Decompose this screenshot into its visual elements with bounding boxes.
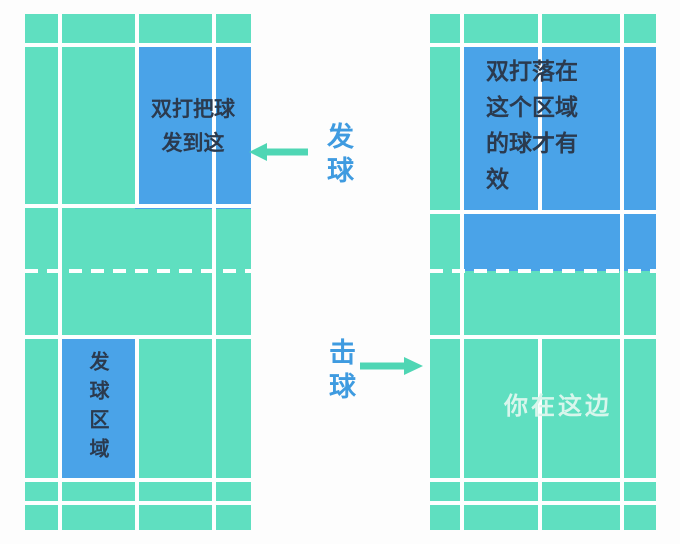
center-line-top: [135, 14, 139, 204]
serve-label: 发球: [322, 122, 353, 190]
serve-target-label-line1: 双打把球: [151, 97, 235, 121]
arrow-right-icon: [354, 354, 424, 378]
valid-landing-label-line4: 效: [486, 167, 509, 193]
center-line-top: [538, 14, 542, 210]
valid-landing-label: 双打落在 这个区域 的球才有 效: [486, 54, 636, 198]
hit-label: 击球: [324, 338, 355, 406]
short-service-line-bottom: [430, 335, 656, 339]
singles-sideline-right: [620, 14, 624, 530]
singles-sideline-right: [212, 14, 216, 530]
long-service-line-top: [430, 43, 656, 47]
valid-landing-label-line3: 的球才有: [486, 131, 578, 157]
singles-sideline-left: [58, 14, 62, 530]
back-boundary-line-bottom: [430, 501, 656, 505]
left-court: 双打把球 发到这 发球区域: [25, 14, 251, 530]
long-service-line-bottom: [430, 478, 656, 482]
your-side-label: 你在这边: [504, 392, 612, 420]
short-service-line-top: [430, 210, 656, 214]
arrow-left-icon: [248, 140, 312, 164]
singles-sideline-left: [460, 14, 464, 530]
center-line-bottom: [135, 335, 139, 530]
serve-target-label: 双打把球 发到这: [135, 92, 251, 160]
center-line-bottom: [538, 335, 542, 530]
valid-landing-label-line1: 双打落在: [486, 59, 578, 85]
short-service-line-top: [25, 204, 251, 208]
serve-target-area: [135, 43, 251, 209]
net-line: [430, 269, 656, 273]
net-line: [25, 269, 251, 273]
serve-zone-label: 发球区域: [86, 350, 110, 467]
serve-target-label-line2: 发到这: [161, 131, 225, 155]
serve-zone-label-box: 发球区域: [58, 335, 139, 482]
serve-zone-area: [58, 335, 139, 482]
valid-landing-label-line2: 这个区域: [486, 95, 578, 121]
right-court: 双打落在 这个区域 的球才有 效 你在这边: [430, 14, 656, 530]
